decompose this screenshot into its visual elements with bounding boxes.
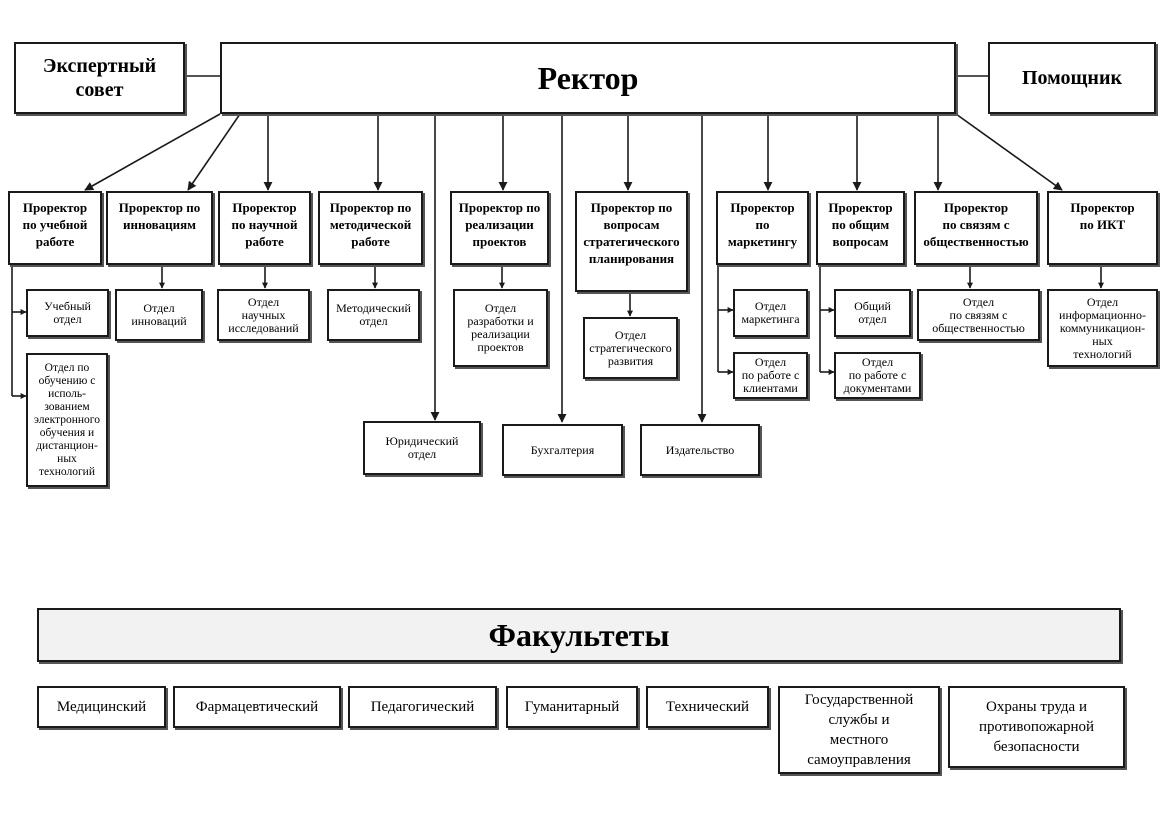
prorector-projects: Проректор по реализации проектов — [450, 191, 549, 265]
rector-box: Ректор — [220, 42, 956, 114]
faculty-labor-safety: Охраны труда и противопожарной безопасно… — [948, 686, 1125, 768]
faculty-humanitarian: Гуманитарный — [506, 686, 638, 728]
dept-ict: Отдел информационно- коммуникацион- ных … — [1047, 289, 1158, 367]
faculty-technical: Технический — [646, 686, 769, 728]
dept-strategic-development: Отдел стратегического развития — [583, 317, 678, 379]
prorector-marketing: Проректор по маркетингу — [716, 191, 809, 265]
publishing-house: Издательство — [640, 424, 760, 476]
arrow-to-prorector-2 — [187, 113, 241, 191]
dept-methodical: Методический отдел — [327, 289, 420, 341]
prorector-ict: Проректор по ИКТ — [1047, 191, 1158, 265]
dept-public-relations: Отдел по связям с общественностью — [917, 289, 1040, 341]
faculty-pedagogical: Педагогический — [348, 686, 497, 728]
assistant-box: Помощник — [988, 42, 1156, 114]
prorector-public-relations: Проректор по связям с общественностью — [914, 191, 1038, 265]
prorector-research: Проректор по научной работе — [218, 191, 311, 265]
faculty-pharmaceutical: Фармацевтический — [173, 686, 341, 728]
dept-documents: Отдел по работе с документами — [834, 352, 921, 399]
faculty-public-service: Государственной службы и местного самоуп… — [778, 686, 940, 774]
faculties-title: Факультеты — [37, 608, 1121, 662]
dept-research: Отдел научных исследований — [217, 289, 310, 341]
arrow-to-prorector-1 — [84, 113, 221, 191]
dept-project-development: Отдел разработки и реализации проектов — [453, 289, 548, 367]
prorector-methodical: Проректор по методической работе — [318, 191, 423, 265]
prorector-general: Проректор по общим вопросам — [816, 191, 905, 265]
arrow-to-prorector-10 — [955, 113, 1063, 191]
legal-department: Юридический отдел — [363, 421, 481, 475]
prorector-innovation: Проректор по инновациям — [106, 191, 213, 265]
prorector-academic: Проректор по учебной работе — [8, 191, 102, 265]
expert-council-box: Экспертный совет — [14, 42, 185, 114]
dept-innovation: Отдел инноваций — [115, 289, 203, 341]
accounting-department: Бухгалтерия — [502, 424, 623, 476]
dept-academic: Учебный отдел — [26, 289, 109, 337]
dept-general: Общий отдел — [834, 289, 911, 337]
dept-e-learning: Отдел по обучению с исполь- зованием эле… — [26, 353, 108, 487]
prorector-strategy: Проректор по вопросам стратегического пл… — [575, 191, 688, 292]
dept-clients: Отдел по работе с клиентами — [733, 352, 808, 399]
faculty-medical: Медицинский — [37, 686, 166, 728]
dept-marketing: Отдел маркетинга — [733, 289, 808, 337]
